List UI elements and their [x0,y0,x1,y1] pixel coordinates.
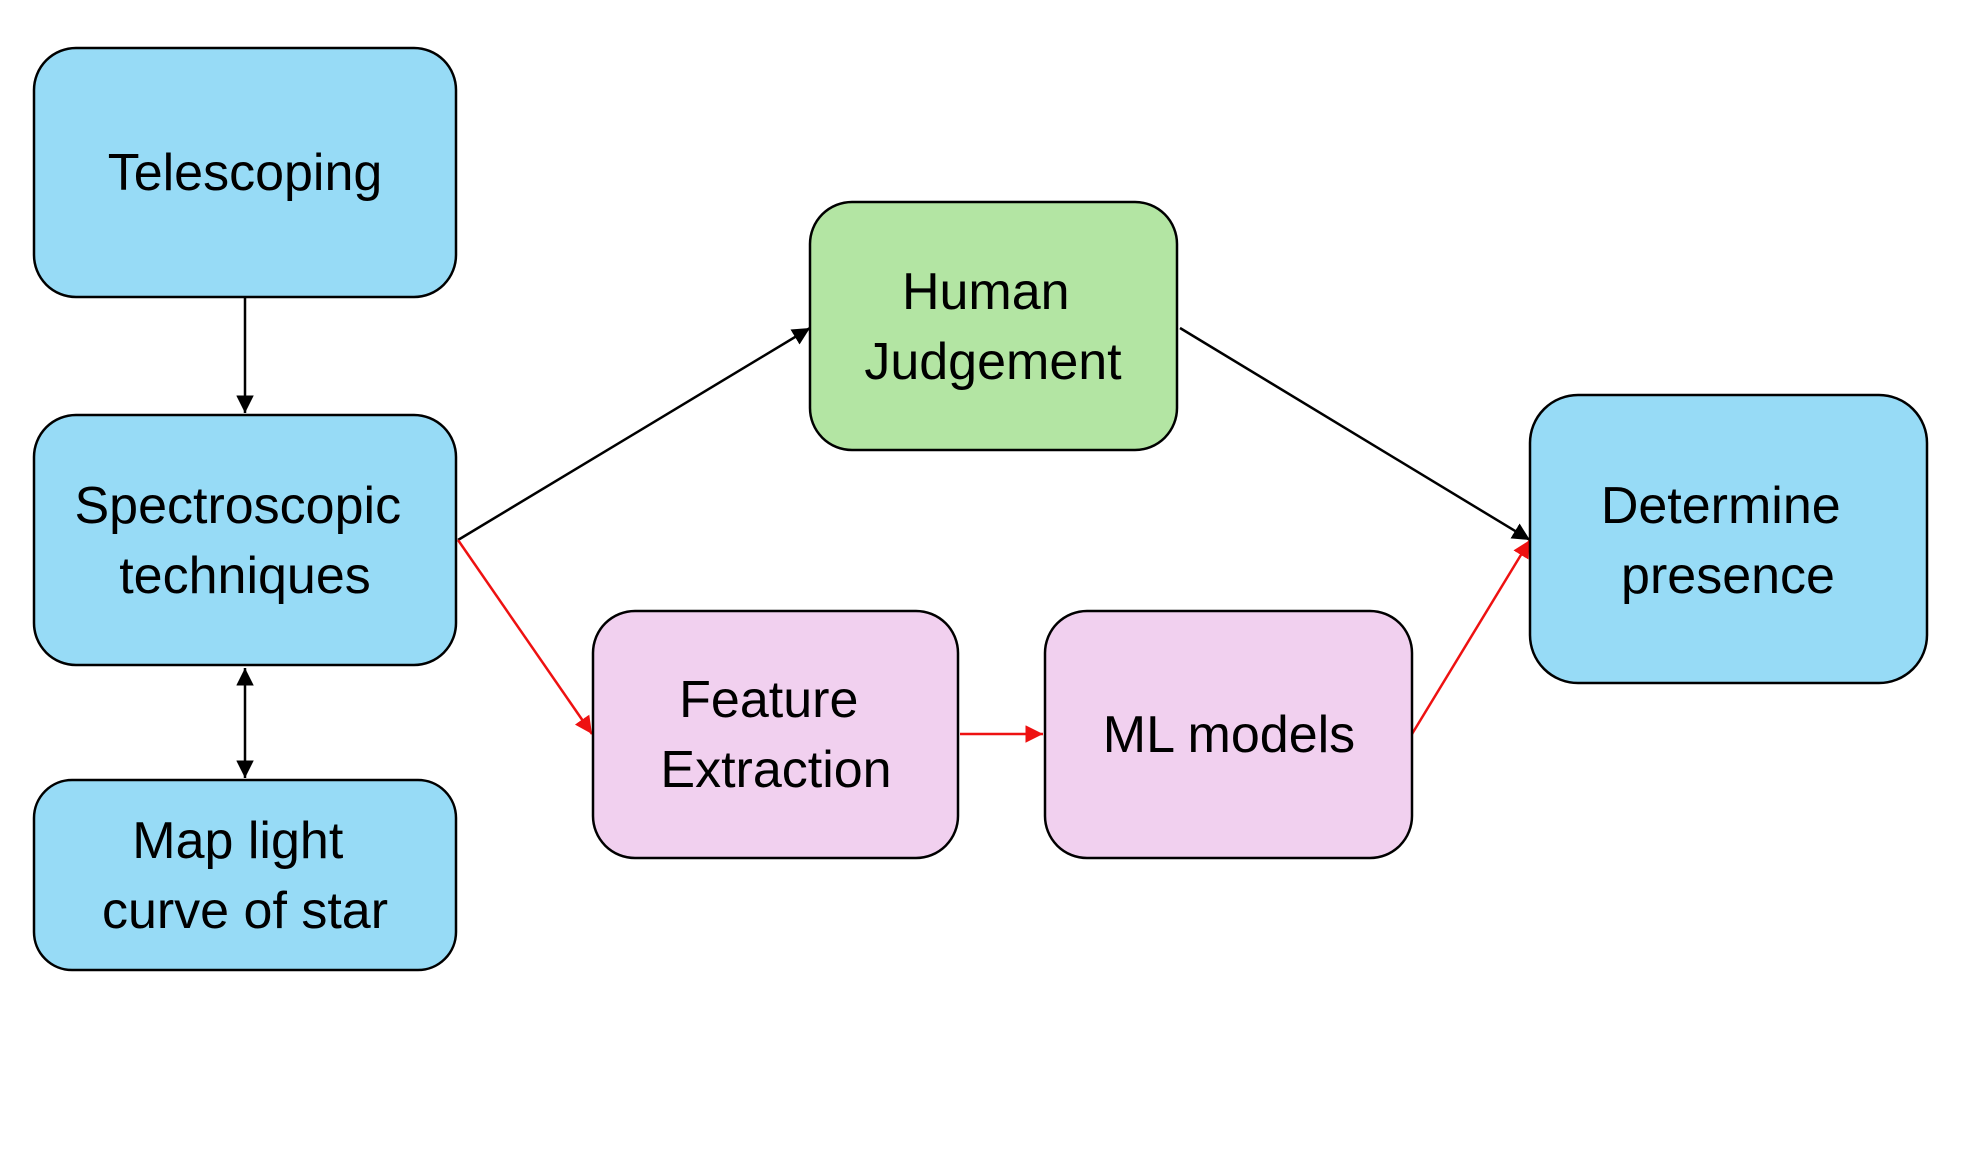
node-determine-presence-box [1528,393,1929,685]
node-map-light-curve: Map light curve of star [32,778,458,972]
node-ml-models-label: ML models [1103,706,1355,764]
node-telescoping-box [32,46,458,299]
node-feature-extraction-label-line-2: Extraction [660,741,891,799]
node-map-light-curve-box [32,778,458,972]
node-spectroscopic-techniques-label-line-1: Spectroscopic [74,477,401,535]
node-feature-extraction-label: Feature Extraction [660,671,891,799]
node-ml-models: ML models [1043,609,1414,860]
node-human-judgement-label: Human Judgement [864,263,1122,391]
node-map-light-curve-label-line-1: Map light [132,812,344,870]
node-human-judgement-label-line-2: Judgement [864,333,1122,391]
node-map-light-curve-label-line-2: curve of star [102,882,388,940]
node-spectroscopic-techniques-box [32,413,458,667]
node-determine-presence-label-line-2: presence [1621,547,1835,605]
node-spectroscopic-techniques-label-line-2: techniques [119,547,371,605]
edge-spectroscopic-to-human-judgement [457,326,811,542]
node-feature-extraction-box [591,609,960,860]
node-determine-presence: Determine presence [1528,393,1929,685]
edge-ml-models-to-determine-presence [1410,539,1532,735]
node-spectroscopic-techniques: Spectroscopic techniques [32,413,458,667]
node-telescoping-label: Telescoping [108,144,383,202]
edge-spectroscopic-to-feature-extraction [456,539,594,735]
node-map-light-curve-label: Map light curve of star [102,812,388,940]
node-spectroscopic-techniques-label: Spectroscopic techniques [74,477,415,605]
node-human-judgement-label-line-1: Human [902,263,1070,321]
node-determine-presence-label-line-1: Determine [1601,477,1841,535]
node-human-judgement-box [808,200,1179,452]
node-ml-models-box [1043,609,1414,860]
node-feature-extraction-label-line-1: Feature [679,671,858,729]
node-telescoping: Telescoping [32,46,458,299]
edge-human-judgement-to-determine-presence [1179,326,1531,542]
node-determine-presence-label: Determine presence [1601,477,1855,605]
node-feature-extraction: Feature Extraction [591,609,960,860]
node-telescoping-label-line-1: Telescoping [108,144,383,202]
node-ml-models-label-line-1: ML models [1103,706,1355,764]
node-human-judgement: Human Judgement [808,200,1179,452]
